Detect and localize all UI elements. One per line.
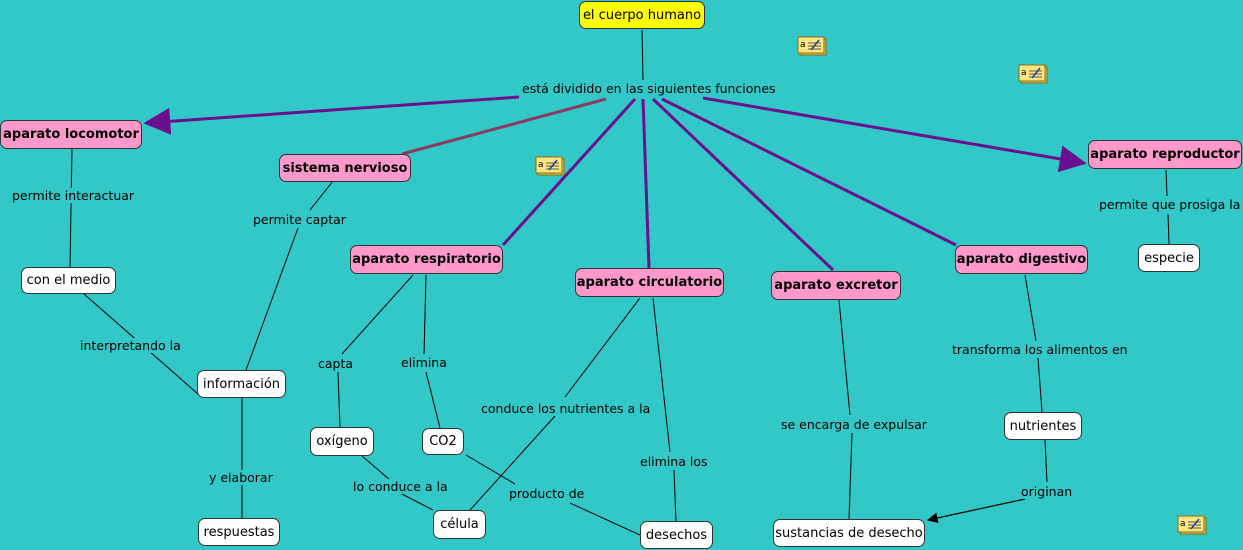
concept-informacion[interactable]: información	[197, 370, 286, 398]
edge-to-reproductor	[702, 96, 1087, 173]
link-permite-interactuar[interactable]: permite interactuar	[10, 188, 137, 203]
link-conduce-nutrientes[interactable]: conduce los nutrientes a la	[479, 401, 653, 416]
concept-respuestas[interactable]: respuestas	[198, 518, 280, 546]
link-lo-conduce-a-la[interactable]: lo conduce a la	[351, 479, 450, 494]
concept-nutrientes[interactable]: nutrientes	[1004, 412, 1082, 440]
edge-to-nervioso	[401, 97, 607, 156]
edge-to-circulatorio	[641, 98, 651, 269]
svg-text:a: a	[1021, 68, 1027, 78]
link-permite-captar[interactable]: permite captar	[251, 212, 348, 227]
link-y-elaborar[interactable]: y elaborar	[207, 470, 275, 485]
link-transforma-alimentos[interactable]: transforma los alimentos en	[950, 342, 1130, 357]
concept-especie[interactable]: especie	[1138, 244, 1200, 272]
link-capta[interactable]: capta	[316, 356, 356, 371]
link-producto-de[interactable]: producto de	[507, 486, 587, 501]
link-elimina[interactable]: elimina	[399, 355, 449, 370]
link-interpretando-la[interactable]: interpretando la	[78, 338, 183, 353]
concept-oxigeno[interactable]: oxígeno	[310, 427, 374, 456]
concept-aparato-excretor[interactable]: aparato excretor	[771, 271, 901, 300]
edge-to-digestivo	[661, 97, 957, 247]
link-originan[interactable]: originan	[1019, 484, 1075, 499]
concept-sistema-nervioso[interactable]: sistema nervioso	[279, 154, 411, 182]
concept-el-cuerpo-humano[interactable]: el cuerpo humano	[579, 1, 705, 29]
concept-sustancias-de-desecho[interactable]: sustancias de desecho	[773, 519, 925, 547]
annotation-note-icon[interactable]: a	[1018, 64, 1048, 84]
svg-text:a: a	[538, 160, 544, 170]
edge-to-locomotor	[143, 95, 520, 135]
edge-to-excretor	[651, 97, 835, 272]
link-elimina-los[interactable]: elimina los	[638, 454, 710, 469]
concept-aparato-locomotor[interactable]: aparato locomotor	[0, 120, 142, 149]
concept-celula[interactable]: célula	[433, 510, 486, 539]
concept-desechos[interactable]: desechos	[640, 521, 713, 549]
link-permite-que-prosiga[interactable]: permite que prosiga la	[1097, 197, 1243, 212]
concept-con-el-medio[interactable]: con el medio	[21, 267, 116, 294]
concept-aparato-circulatorio[interactable]: aparato circulatorio	[575, 268, 724, 297]
concept-aparato-digestivo[interactable]: aparato digestivo	[955, 245, 1088, 274]
edge-to-respiratorio	[501, 97, 637, 247]
svg-text:a: a	[800, 40, 806, 50]
link-se-encarga-de-expulsar[interactable]: se encarga de expulsar	[779, 417, 929, 432]
concept-aparato-respiratorio[interactable]: aparato respiratorio	[350, 245, 503, 274]
concept-co2[interactable]: CO2	[422, 428, 464, 455]
annotation-note-icon[interactable]: a	[535, 156, 565, 176]
annotation-note-icon[interactable]: a	[1177, 515, 1207, 535]
svg-text:a: a	[1180, 519, 1186, 529]
annotation-note-icon[interactable]: a	[797, 36, 827, 56]
link-esta-dividido[interactable]: está dividido en las siguientes funcione…	[520, 81, 778, 96]
concept-aparato-reproductor[interactable]: aparato reproductor	[1088, 140, 1242, 169]
